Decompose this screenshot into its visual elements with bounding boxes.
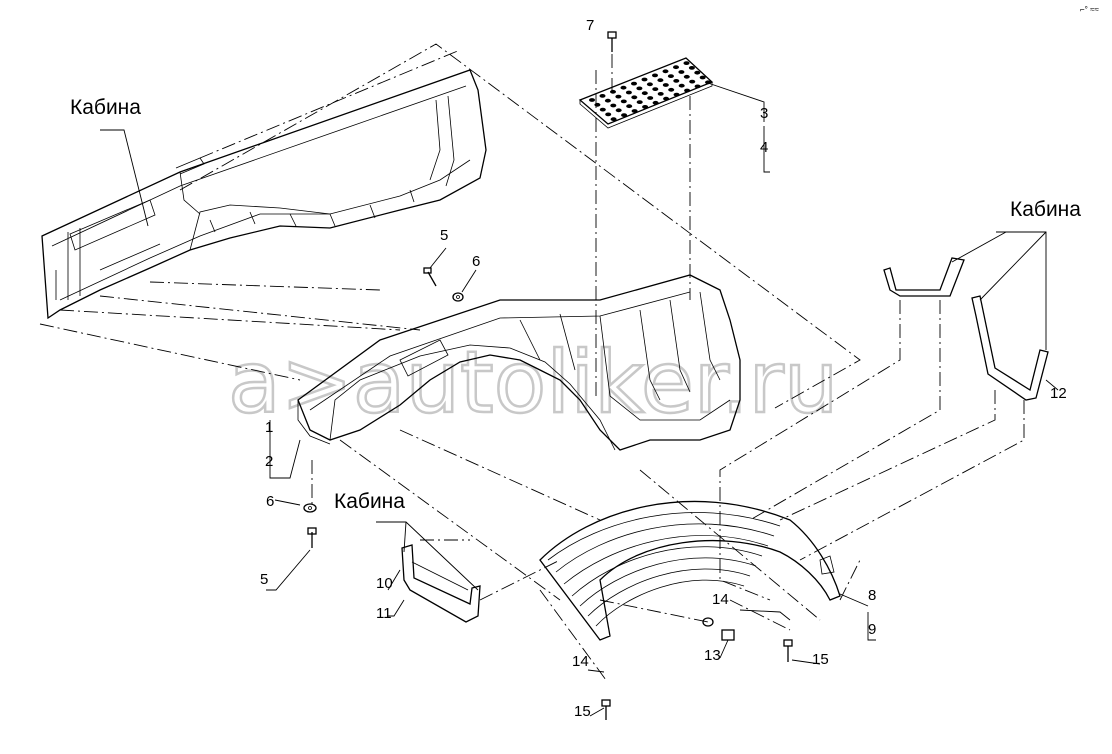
step-plate-part bbox=[578, 57, 714, 129]
callout-12: 12 bbox=[1050, 385, 1067, 402]
step-plate-hole bbox=[620, 99, 627, 104]
bracket-12-part bbox=[883, 257, 1049, 401]
bolt-5-top bbox=[423, 267, 437, 287]
step-plate-hole bbox=[684, 88, 691, 93]
step-plate-hole bbox=[620, 85, 627, 90]
step-plate-hole bbox=[641, 91, 648, 96]
step-plate-hole bbox=[663, 96, 670, 101]
step-plate-hole bbox=[610, 103, 617, 108]
step-plate-hole bbox=[694, 70, 701, 75]
step-plate-hole bbox=[647, 96, 654, 100]
step-plate-hole bbox=[673, 65, 679, 70]
washer-14-right bbox=[702, 617, 714, 627]
step-plate-hole bbox=[615, 94, 622, 99]
cabin-label-right: Кабина bbox=[1010, 198, 1081, 221]
step-plate-hole bbox=[668, 87, 675, 92]
bolt-15-right bbox=[783, 639, 793, 662]
cabin-floor-part bbox=[41, 69, 487, 320]
callout-15-bottom: 15 bbox=[574, 703, 591, 720]
bracket-10-11-part bbox=[401, 544, 481, 623]
assembly-lines bbox=[39, 43, 1025, 681]
step-plate-hole bbox=[652, 87, 659, 91]
bolt-15-bottom bbox=[601, 699, 611, 720]
callout-2: 2 bbox=[265, 453, 273, 470]
step-plate-hole bbox=[678, 70, 685, 74]
callout-14-bottom: 14 bbox=[572, 653, 589, 670]
callout-6-top: 6 bbox=[472, 253, 480, 270]
step-plate-hole bbox=[615, 108, 622, 113]
callout-4: 4 bbox=[760, 139, 768, 156]
step-plate-hole bbox=[599, 107, 606, 112]
callout-9: 9 bbox=[868, 621, 876, 638]
callout-5-top: 5 bbox=[440, 227, 448, 244]
bolt-7 bbox=[607, 31, 617, 52]
callout-15-right: 15 bbox=[812, 651, 829, 668]
step-plate-hole bbox=[594, 102, 601, 107]
callout-13: 13 bbox=[704, 647, 721, 664]
nut-13 bbox=[721, 629, 735, 641]
step-plate-hole bbox=[652, 73, 658, 78]
step-plate-hole bbox=[673, 79, 680, 83]
step-plate-hole bbox=[683, 74, 690, 79]
leader-lines bbox=[100, 31, 1059, 717]
step-plate-hole bbox=[646, 82, 653, 87]
callout-8: 8 bbox=[868, 587, 876, 604]
mudguard-part bbox=[539, 500, 841, 641]
watermark-text: a>autoliker.ru bbox=[228, 333, 838, 433]
step-plate-hole bbox=[642, 105, 649, 109]
corner-mark: ⌐° ≈≈ bbox=[1080, 5, 1099, 14]
washer-6-bottom bbox=[303, 503, 317, 513]
step-plate-hole bbox=[621, 113, 628, 117]
callout-1: 1 bbox=[265, 419, 273, 436]
callout-11: 11 bbox=[376, 605, 392, 622]
step-plate-hole bbox=[699, 75, 706, 80]
wheel-arch-inner-part bbox=[297, 274, 741, 451]
step-plate-hole bbox=[662, 69, 669, 74]
step-plate-hole bbox=[652, 100, 659, 105]
step-plate-hole bbox=[631, 81, 637, 86]
callout-5-bottom: 5 bbox=[260, 571, 268, 588]
step-plate-hole bbox=[636, 86, 643, 91]
cabin-label-left: Кабина bbox=[70, 96, 141, 119]
callout-6-bottom: 6 bbox=[266, 493, 274, 510]
step-plate-hole bbox=[636, 100, 643, 104]
step-plate-hole bbox=[683, 61, 690, 65]
step-plate-hole bbox=[610, 89, 616, 94]
step-plate-hole bbox=[599, 94, 606, 98]
step-plate-hole bbox=[626, 104, 633, 109]
step-plate-holes bbox=[589, 61, 712, 122]
step-plate-hole bbox=[604, 98, 611, 103]
step-plate-hole bbox=[662, 83, 669, 87]
callout-14-right: 14 bbox=[712, 591, 729, 608]
step-plate-hole bbox=[641, 77, 648, 82]
step-plate-hole bbox=[667, 74, 674, 78]
step-plate-hole bbox=[657, 78, 664, 83]
step-plate-hole bbox=[625, 90, 632, 95]
step-plate-hole bbox=[610, 117, 617, 122]
callout-3: 3 bbox=[760, 105, 768, 122]
step-plate-hole bbox=[631, 109, 638, 113]
callout-10: 10 bbox=[376, 575, 393, 592]
washer-6-top bbox=[452, 292, 464, 302]
step-plate-hole bbox=[589, 98, 595, 102]
step-plate-hole bbox=[631, 95, 638, 100]
step-plate-hole bbox=[673, 92, 680, 97]
step-plate-hole bbox=[694, 84, 701, 89]
cabin-label-bottom: Кабина bbox=[334, 490, 405, 513]
step-plate-hole bbox=[688, 66, 695, 70]
step-plate-hole bbox=[605, 112, 612, 117]
callout-7: 7 bbox=[586, 17, 594, 34]
step-plate-hole bbox=[657, 92, 664, 96]
step-plate-hole bbox=[689, 79, 696, 84]
step-plate-hole bbox=[678, 83, 685, 88]
bolt-5-bottom bbox=[307, 527, 317, 548]
